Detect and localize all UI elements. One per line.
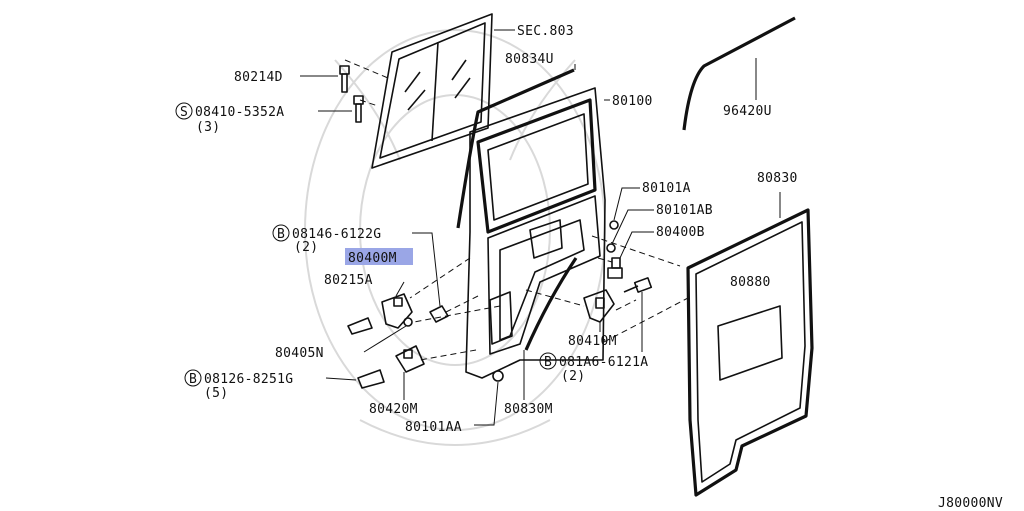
circled-b-icon: B [272, 224, 290, 242]
label-80420M[interactable]: 80420M [369, 402, 418, 417]
qty-08126: (5) [204, 386, 228, 401]
label-80215A[interactable]: 80215A [324, 273, 373, 288]
hinge-80420M [395, 345, 425, 373]
label-80400M[interactable]: 80400M [348, 251, 397, 266]
label-80101A[interactable]: 80101A [642, 181, 691, 196]
diagram-code: J80000NV [938, 496, 1003, 511]
qty-08410: (3) [196, 120, 220, 135]
qty-081A6: (2) [561, 369, 585, 384]
circled-b-icon: B [539, 352, 557, 370]
bolt-08126 [357, 369, 385, 389]
label-08126-8251G[interactable]: 08126-8251G [204, 372, 293, 387]
bolt-80214D [339, 65, 350, 93]
window-glass-sec803 [371, 13, 493, 169]
qty-08146: (2) [294, 240, 318, 255]
label-80101AA[interactable]: 80101AA [405, 420, 462, 435]
label-80101AB[interactable]: 80101AB [656, 203, 713, 218]
bolt-08410 [353, 95, 364, 123]
bolt-08146 [429, 305, 449, 323]
prefix-b-08146: B [277, 227, 285, 242]
weatherstrip-80830M [524, 257, 578, 351]
label-80830M[interactable]: 80830M [504, 402, 553, 417]
label-80880[interactable]: 80880 [730, 275, 771, 290]
assembly-dashes [409, 235, 689, 361]
prefix-s: S [180, 105, 188, 120]
leader-lines [300, 29, 781, 426]
prefix-b-08126: B [189, 372, 197, 387]
label-80410M[interactable]: 80410M [568, 334, 617, 349]
clip-80101A [609, 220, 619, 230]
clip-80101AB [606, 243, 616, 253]
spring-80405N [403, 317, 413, 327]
label-08410-5352A[interactable]: 08410-5352A [195, 105, 284, 120]
circled-b-icon: B [184, 369, 202, 387]
selected-part-highlight [345, 248, 413, 265]
label-80830[interactable]: 80830 [757, 171, 798, 186]
label-plate-80880 [717, 305, 783, 381]
hinge-80400M [381, 293, 413, 329]
label-80405N[interactable]: 80405N [275, 346, 324, 361]
label-081A6-6121A[interactable]: 081A6-6121A [559, 355, 648, 370]
hinge-80400B [607, 257, 623, 279]
door-trim-80830 [686, 208, 814, 497]
circled-s-icon: S [175, 102, 193, 120]
label-80214D[interactable]: 80214D [234, 70, 283, 85]
label-80100[interactable]: 80100 [612, 94, 653, 109]
door-panel-80100 [465, 87, 606, 379]
label-08146-6122G[interactable]: 08146-6122G [292, 227, 381, 242]
label-80400B[interactable]: 80400B [656, 225, 705, 240]
bolt-081A6 [623, 277, 653, 293]
clip-80101AA [492, 370, 504, 382]
prefix-b-081A6: B [544, 355, 552, 370]
label-96420U[interactable]: 96420U [723, 104, 772, 119]
hinge-80410M [583, 289, 615, 323]
weatherstrip-96420U [682, 16, 796, 131]
label-80834U[interactable]: 80834U [505, 52, 554, 67]
label-sec803[interactable]: SEC.803 [517, 24, 574, 39]
bolt-80215A [347, 317, 373, 335]
